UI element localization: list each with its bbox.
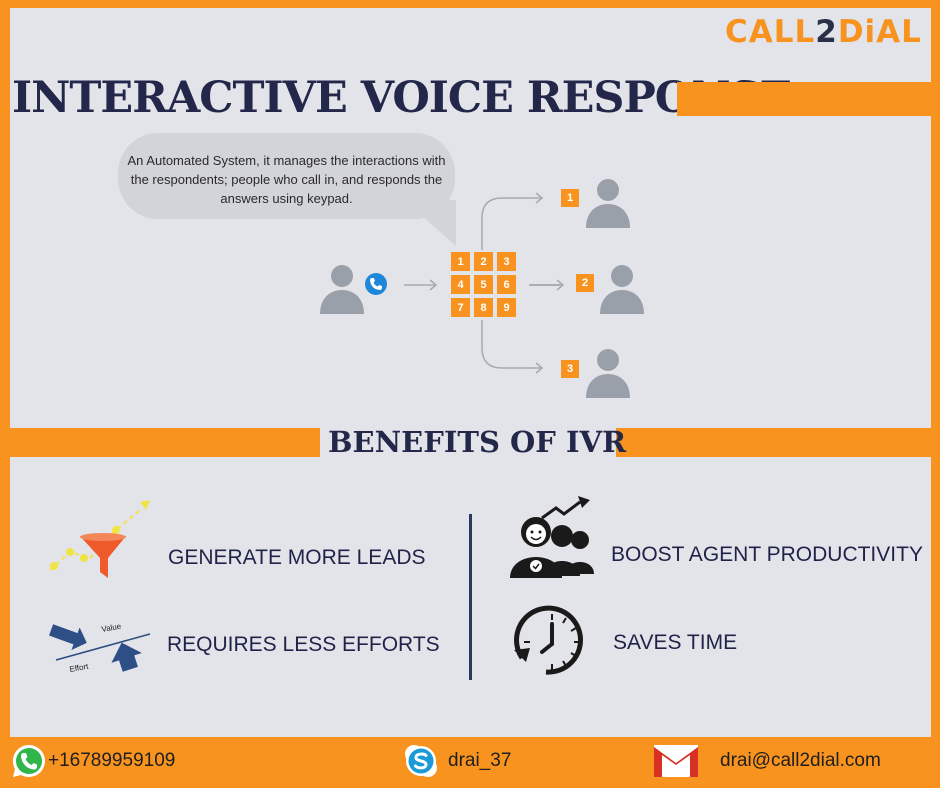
whatsapp-number[interactable]: +16789959109 [48, 750, 176, 771]
whatsapp-icon[interactable] [10, 742, 48, 780]
team-growth-icon [510, 496, 594, 578]
keypad-key[interactable]: 8 [474, 298, 493, 317]
keypad-key[interactable]: 9 [497, 298, 516, 317]
keypad-key[interactable]: 5 [474, 275, 493, 294]
benefits-divider [469, 514, 472, 680]
keypad-key[interactable]: 3 [497, 252, 516, 271]
keypad-key[interactable]: 2 [474, 252, 493, 271]
benefit-less-efforts: REQUIRES LESS EFFORTS [167, 633, 440, 656]
effort-label: Effort [69, 662, 90, 674]
keypad: 1 2 3 4 5 6 7 8 9 [451, 252, 517, 317]
keypad-key[interactable]: 4 [451, 275, 470, 294]
agent-icon [586, 349, 630, 398]
title-accent-bar [677, 82, 931, 116]
route-arrow-middle [529, 279, 565, 291]
keypad-key[interactable]: 6 [497, 275, 516, 294]
value-effort-labels: Value Effort [69, 622, 123, 674]
page-title: INTERACTIVE VOICE RESPONSE [12, 73, 792, 123]
skype-icon[interactable] [402, 742, 440, 780]
phone-icon [365, 273, 387, 295]
benefit-saves-time: SAVES TIME [613, 631, 738, 654]
speech-bubble [118, 133, 455, 219]
value-effort-icon [49, 624, 151, 672]
caller-icon [320, 265, 364, 314]
clock-icon [514, 605, 583, 675]
route-tag: 3 [561, 360, 579, 378]
route-tag: 1 [561, 189, 579, 207]
keypad-key[interactable]: 7 [451, 298, 470, 317]
agent-icon [600, 265, 644, 314]
benefits-title-bg [320, 424, 616, 464]
keypad-key[interactable]: 1 [451, 252, 470, 271]
skype-id[interactable]: drai_37 [448, 750, 512, 771]
speech-bubble-tail [404, 200, 456, 246]
footer-bar [0, 738, 940, 788]
bubble-text: An Automated System, it manages the inte… [127, 153, 446, 206]
benefits-title: BENEFITS OF IVR [328, 425, 627, 459]
funnel-icon [49, 500, 150, 578]
agent-icon [586, 179, 630, 228]
value-label: Value [101, 622, 123, 634]
email-address[interactable]: drai@call2dial.com [720, 750, 881, 771]
gmail-icon[interactable] [652, 743, 700, 779]
route-tag: 2 [576, 274, 594, 292]
brand-logo[interactable]: CALL2DiAL [725, 14, 922, 50]
benefit-agent-productivity: BOOST AGENT PRODUCTIVITY [611, 543, 923, 566]
benefit-generate-leads: GENERATE MORE LEADS [168, 546, 426, 569]
